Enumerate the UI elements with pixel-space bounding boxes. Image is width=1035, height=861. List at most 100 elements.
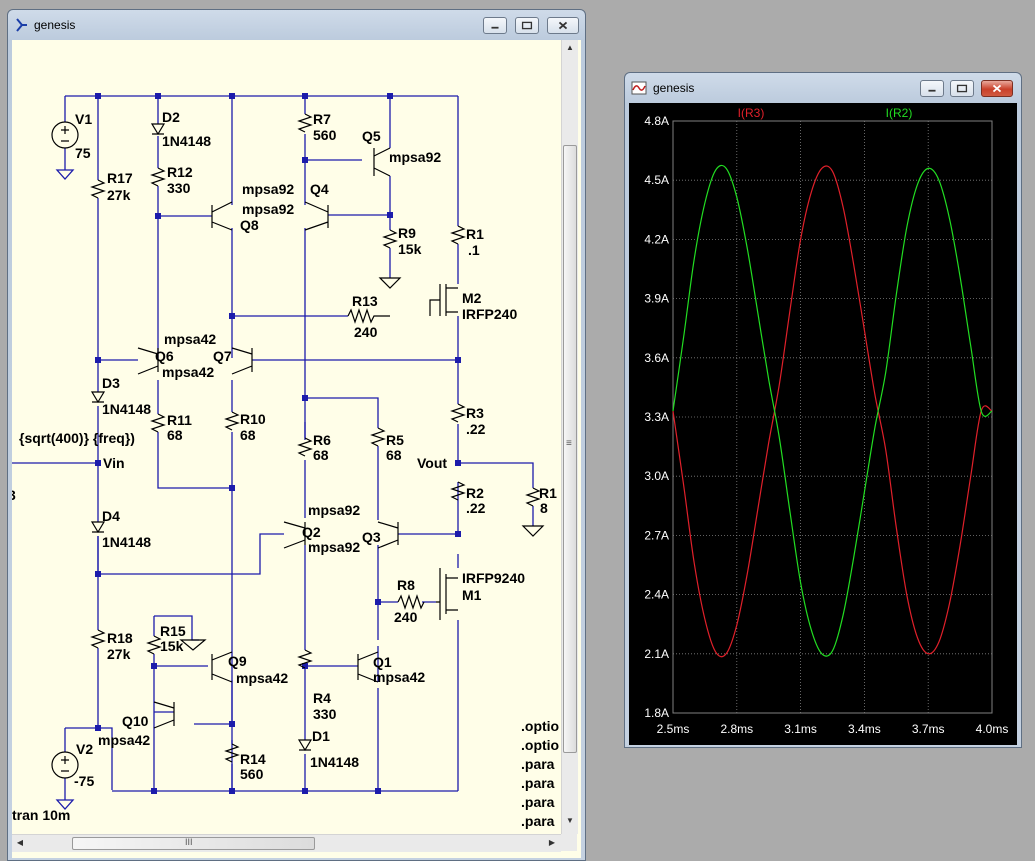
label-r11: R11 <box>167 412 192 428</box>
x-tick-label: 3.7ms <box>912 722 945 736</box>
horizontal-scrollbar[interactable]: ◀ III ▶ <box>12 834 561 852</box>
left-edge-mark: 3 <box>12 487 16 503</box>
label-q3: Q3 <box>362 529 381 545</box>
label-d4: D4 <box>102 508 120 524</box>
legend-entry-ir3[interactable]: I(R3) <box>738 106 765 120</box>
label-m1: M1 <box>462 587 482 603</box>
horizontal-grip-icon: III <box>185 837 193 847</box>
scroll-up-arrow-icon[interactable]: ▲ <box>566 43 574 52</box>
scroll-left-arrow-icon[interactable]: ◀ <box>16 838 24 847</box>
label-r14: R14 <box>240 751 266 767</box>
label-r3: R3 <box>466 405 484 421</box>
label-v1-value: 75 <box>75 145 91 161</box>
schematic-window-title: genesis <box>34 18 76 32</box>
waveform-plot[interactable]: 4.8A4.5A4.2A3.9A3.6A3.3A3.0A2.7A2.4A2.1A… <box>629 103 1017 745</box>
label-d1-model: 1N4148 <box>310 754 359 770</box>
trace-ir2 <box>672 164 993 657</box>
label-r12: R12 <box>167 164 193 180</box>
label-q8: Q8 <box>240 217 259 233</box>
restore-icon <box>521 21 533 30</box>
net-label-vout: Vout <box>417 455 447 471</box>
scroll-down-arrow-icon[interactable]: ▼ <box>566 816 574 825</box>
y-tick-label: 2.4A <box>644 588 669 602</box>
label-r5-value: 68 <box>386 447 402 463</box>
directive-param-1: .para <box>521 756 555 772</box>
label-d4-model: 1N4148 <box>102 534 151 550</box>
directive-param-2: .para <box>521 775 555 791</box>
label-r1-load-value: 8 <box>540 500 548 516</box>
scroll-corner <box>561 834 577 851</box>
label-r7-value: 560 <box>313 127 337 143</box>
y-tick-label: 4.8A <box>644 114 669 128</box>
plot-close-button[interactable] <box>981 80 1013 97</box>
directive-param-4: .para <box>521 813 555 829</box>
restore-icon <box>956 84 968 93</box>
label-r18: R18 <box>107 630 133 646</box>
label-q6-model: mpsa42 <box>164 331 216 347</box>
label-q7: Q7 <box>213 348 232 364</box>
label-r2-value: .22 <box>466 500 486 516</box>
label-r2: R2 <box>466 485 484 501</box>
close-button[interactable] <box>547 17 579 34</box>
label-r8-value: 240 <box>394 609 418 625</box>
y-tick-label: 3.3A <box>644 410 669 424</box>
label-r7: R7 <box>313 111 331 127</box>
label-r17: R17 <box>107 170 133 186</box>
vertical-scrollbar[interactable]: ▲ ≡ ▼ <box>561 40 578 834</box>
vertical-grip-icon: ≡ <box>566 438 572 449</box>
directive-tran: tran 10m <box>12 807 70 823</box>
minimize-button[interactable] <box>483 17 507 34</box>
label-r9: R9 <box>398 225 416 241</box>
label-q10-model: mpsa42 <box>98 732 150 748</box>
label-q2: Q2 <box>302 524 321 540</box>
label-r6-value: 68 <box>313 447 329 463</box>
label-q1-model: mpsa42 <box>373 669 425 685</box>
minimize-icon <box>928 89 936 92</box>
label-m2-model: IRFP240 <box>462 306 517 322</box>
vertical-scroll-thumb[interactable]: ≡ <box>563 145 577 753</box>
trace-ir3 <box>672 165 993 658</box>
ltspice-schematic-icon <box>16 18 27 32</box>
legend-entry-ir2[interactable]: I(R2) <box>886 106 913 120</box>
label-r14-value: 560 <box>240 766 264 782</box>
minimize-icon <box>491 26 499 29</box>
label-q5: Q5 <box>362 128 381 144</box>
label-r3-value: .22 <box>466 421 486 437</box>
net-label-vin: Vin <box>103 455 125 471</box>
x-tick-label: 2.5ms <box>657 722 690 736</box>
label-r10: R10 <box>240 411 266 427</box>
label-r4: R4 <box>313 690 331 706</box>
waveform-titlebar[interactable]: genesis <box>625 73 1021 103</box>
directive-option-2: .optio <box>521 737 559 753</box>
scroll-right-arrow-icon[interactable]: ▶ <box>548 838 556 847</box>
label-r1-load: R1 <box>539 485 557 501</box>
maximize-button[interactable] <box>515 17 539 34</box>
y-tick-label: 3.6A <box>644 351 669 365</box>
schematic-titlebar[interactable]: genesis <box>8 10 585 40</box>
label-q4: Q4 <box>310 181 329 197</box>
horizontal-scroll-thumb[interactable]: III <box>72 837 315 850</box>
label-r1-value: .1 <box>468 242 480 258</box>
schematic-canvas[interactable]: V1 75 D2 1N4148 R17 27k R12 330 R7 560 Q… <box>12 40 581 858</box>
plot-maximize-button[interactable] <box>950 80 974 97</box>
close-icon <box>558 21 568 30</box>
directive-param-3: .para <box>521 794 555 810</box>
label-r13: R13 <box>352 293 378 309</box>
x-tick-label: 3.4ms <box>848 722 881 736</box>
label-v2: V2 <box>76 741 93 757</box>
label-v1: V1 <box>75 111 92 127</box>
y-tick-label: 4.5A <box>644 173 669 187</box>
label-q8-model: mpsa92 <box>242 201 294 217</box>
label-d2: D2 <box>162 109 180 125</box>
y-tick-label: 1.8A <box>644 706 669 720</box>
label-r12-value: 330 <box>167 180 191 196</box>
plot-minimize-button[interactable] <box>920 80 944 97</box>
label-m1-model: IRFP9240 <box>462 570 525 586</box>
label-r9-value: 15k <box>398 241 422 257</box>
label-q10: Q10 <box>122 713 149 729</box>
y-tick-label: 2.7A <box>644 528 669 542</box>
label-r11-value: 68 <box>167 427 183 443</box>
waveform-icon <box>631 81 647 95</box>
